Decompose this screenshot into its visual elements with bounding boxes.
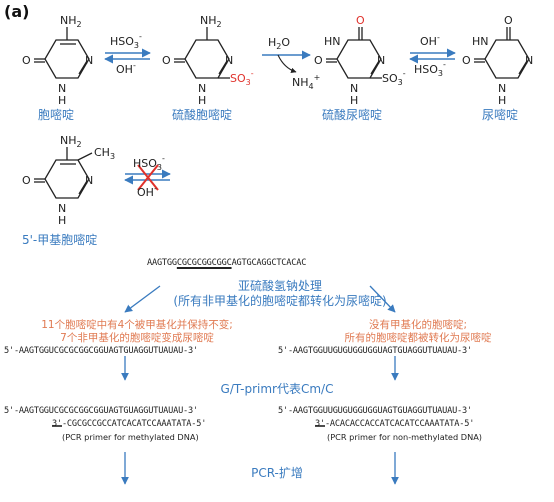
right-primer-note: (PCR primer for non-methylated DNA) [327,432,482,442]
usulf-n: N [377,54,385,67]
cytosine-h: H [58,94,66,107]
arrow1-bottom-label: OH- [116,61,136,76]
methylcytosine-structure [34,147,93,199]
treatment-line1: 亚硫酸氢钠处理 [237,279,322,293]
blocked-bottom-label: OH- [137,184,157,199]
csulf-nh: N [198,82,206,95]
mc-ch3: CH3 [94,146,115,161]
left-note-line2: 7个非甲基化的胞嘧啶变成尿嘧啶 [60,332,214,344]
usulf-h: H [350,94,358,107]
right-note-line2: 所有的胞嘧啶都被转化为尿嘧啶 [344,332,492,344]
usulf-so3: SO3- [382,69,406,87]
right-note-line1: 没有甲基化的胞嘧啶; [368,319,468,331]
treatment-step: 亚硫酸氢钠处理 (所有非甲基化的胞嘧啶都转化为尿嘧啶) [130,279,430,309]
right-primer-seq: 3'-ACACACCACCATCACATCCAAATATA-5' [315,419,475,429]
cpg-region: CGCGCGGCGGC [176,258,232,268]
cytosine-n: N [85,54,93,67]
uracil-hn: HN [472,35,489,48]
right-template-seq: 5'-AAGTGGUUGUGUGGUGGUAGTGUAGGUTUAUAU-3' [278,406,472,416]
arrow3-bottom-label: HSO3- [414,60,446,78]
left-note-line1: 11个胞嘧啶中有4个被甲基化并保持不变; [41,319,233,331]
uracil-sulfonate-structure [326,27,382,79]
uracil-name: 尿嘧啶 [482,108,519,122]
cytosine-sulfonate-name: 硫酸胞嘧啶 [172,108,233,122]
pcr-step: PCR-扩增 [251,466,303,480]
left-converted-seq: 5'-AAGTGGUCGCGCGGCGGUAGTGUAGGUTUAUAU-3' [4,346,198,356]
arrow3-top-label: OH- [420,33,440,48]
primer-step: G/T-primr代表Cm/C [220,382,334,396]
blocked-top-label: HSO3- [133,154,165,172]
arrow2-top-label: H2O [268,36,290,51]
cytosine-sulfonate-structure [174,27,230,79]
methylcytosine-name: 5'-甲基胞嘧啶 [22,233,98,247]
mc-nh: N [58,202,66,215]
uracil-nh: N [498,82,506,95]
csulf-n: N [225,54,233,67]
usulf-o: O [314,54,323,67]
uracil-n: N [525,54,533,67]
blocked-arrow [124,164,171,191]
csulf-h: H [198,94,206,107]
equilibrium-arrow-3 [409,48,456,64]
cytosine-nh: N [58,82,66,95]
arrow1-top-label: HSO3- [110,32,142,50]
panel-label: (a) [4,2,30,21]
cytosine-name: 胞嘧啶 [38,108,75,122]
treatment-line2: (所有非甲基化的胞嘧啶都转化为尿嘧啶) [173,294,387,308]
cytosine-nh2: NH2 [60,14,82,29]
uracil-h: H [498,94,506,107]
left-template-seq: 5'-AAGTGGUCGCGCGGCGGUAGTGUAGGUTUAUAU-3' [4,406,198,416]
deamination-arrow [262,50,311,74]
left-primer-seq: 3'-CGCGCCGCCATCACATCCAAATATA-5' [52,419,207,429]
left-note: 11个胞嘧啶中有4个被甲基化并保持不变; 7个非甲基化的胞嘧啶变成尿嘧啶 [6,319,268,345]
uracil-structure [474,27,530,79]
uracil-o-top: O [504,14,513,27]
mc-h: H [58,214,66,227]
usulf-hn: HN [324,35,341,48]
mc-nh2: NH2 [60,134,82,149]
mc-o: O [22,174,31,187]
arrow2-bottom-label: NH4+ [292,73,320,91]
cytosine-structure [34,27,90,79]
csulf-so3: SO3- [230,69,254,87]
top-sequence: AAGTGGCGCGCGGCGGCAGTGCAGGCTCACAC [147,258,307,268]
left-primer-note: (PCR primer for methylated DNA) [62,432,199,442]
csulf-o: O [162,54,171,67]
right-converted-seq: 5'-AAGTGGUUGUGUGGUGGUAGTGUAGGUTUAUAU-3' [278,346,472,356]
usulf-o-top: O [356,14,365,27]
workflow-arrows [121,285,399,485]
mc-n: N [85,174,93,187]
uracil-sulfonate-name: 硫酸尿嘧啶 [322,108,383,122]
csulf-nh2: NH2 [200,14,222,29]
equilibrium-arrow-1 [104,48,151,64]
right-note: 没有甲基化的胞嘧啶; 所有的胞嘧啶都被转化为尿嘧啶 [318,319,518,345]
uracil-o: O [462,54,471,67]
usulf-nh: N [350,82,358,95]
cytosine-o: O [22,54,31,67]
